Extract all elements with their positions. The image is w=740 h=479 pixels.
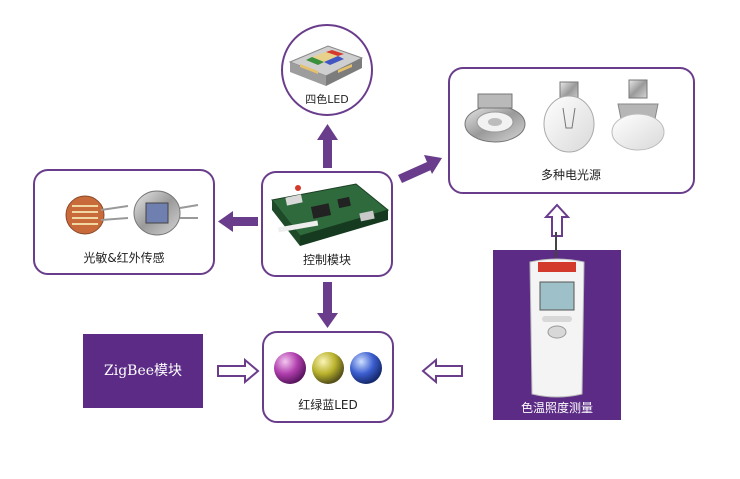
rgbw-led-label: 四色LED [305, 92, 349, 106]
led-bulb-image [611, 79, 665, 151]
pir-sensor-image [133, 190, 199, 236]
hollow-arrows [217, 203, 571, 385]
node-light-sources [448, 67, 695, 194]
connection-arrows [218, 124, 442, 328]
control-module-label: 控制模块 [303, 253, 351, 267]
node-control-module [261, 171, 393, 277]
node-meter [493, 232, 621, 420]
meter-device-image [529, 232, 585, 398]
zigbee-module-label: ZigBee模块 [104, 363, 182, 379]
purple-led-ball [274, 352, 306, 384]
arrow-control-to-light-sources [398, 155, 442, 183]
light-sources-label: 多种电光源 [541, 168, 601, 182]
control-board-image [271, 183, 390, 246]
rgb-led-label: 红绿蓝LED [298, 397, 358, 412]
node-rgb-led [262, 331, 394, 423]
arrow-meter-to-light-sources [543, 203, 571, 237]
arrow-meter-to-rgb-led [421, 357, 463, 385]
photoresistor-image [65, 195, 129, 235]
node-zigbee-module [83, 334, 203, 408]
node-rgbw-led [281, 24, 373, 116]
arrow-control-to-rgb-led [317, 282, 338, 328]
node-sensors [33, 169, 215, 275]
sensors-label: 光敏&红外传感 [83, 250, 164, 265]
arrow-control-to-sensors [218, 211, 258, 232]
arrow-zigbee-to-rgb-led [217, 357, 260, 385]
downlight-image [464, 93, 526, 143]
blue-led-ball [350, 352, 382, 384]
yellow-led-ball [312, 352, 344, 384]
arrow-control-to-rgbw-led [317, 124, 338, 168]
meter-label: 色温照度测量 [521, 400, 593, 415]
incandescent-bulb-image [543, 81, 595, 153]
